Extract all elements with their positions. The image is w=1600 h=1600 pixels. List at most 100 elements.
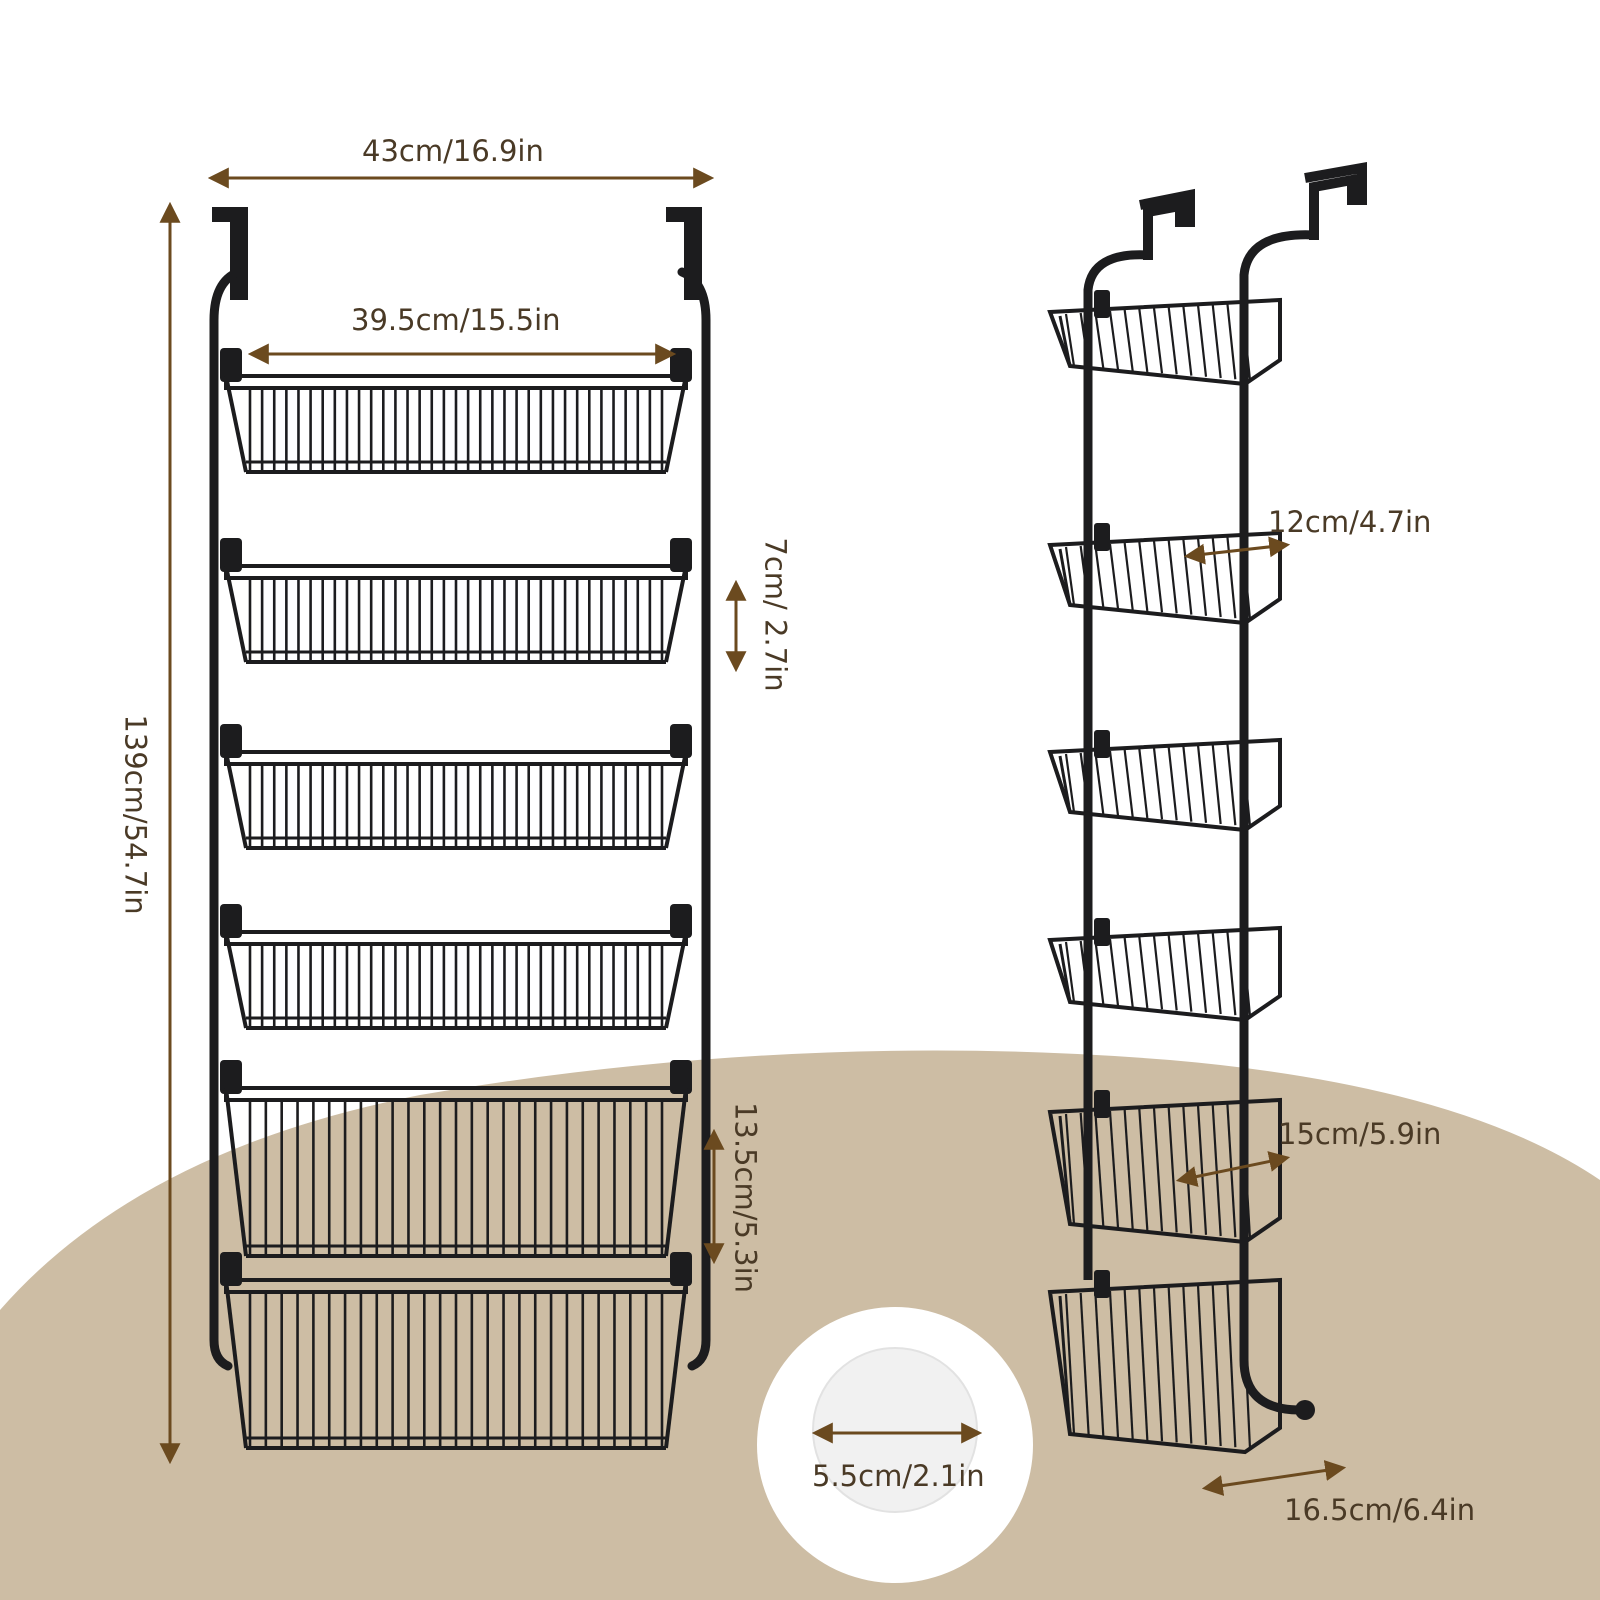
basket-wire (1094, 751, 1105, 815)
small-basket (220, 724, 692, 850)
basket-wire (1064, 546, 1076, 606)
basket-wire (1079, 1112, 1090, 1226)
basket-wire (1094, 1111, 1105, 1227)
side-base-width-arrow (1201, 1460, 1347, 1496)
basket-side-wire (1058, 548, 1072, 606)
basket-wire (1167, 306, 1178, 375)
basket-wire (1064, 1113, 1076, 1225)
large-basket (220, 1060, 692, 1258)
left-door-hook (212, 207, 248, 300)
side-hook-back (1139, 188, 1195, 260)
basket-wire (1182, 538, 1193, 615)
basket-side-wire (224, 1279, 248, 1449)
basket-wire (1123, 1109, 1134, 1229)
basket-side-wire (224, 931, 248, 1029)
basket-clip (220, 1252, 242, 1286)
basket-clip (670, 1252, 692, 1286)
basket-wire (1152, 1107, 1164, 1232)
basket-wire (1211, 931, 1222, 1015)
basket-top-rim (224, 564, 688, 580)
basket-wire (1079, 312, 1090, 368)
small-basket-depth-label: 7cm/ 2.7in (758, 537, 793, 692)
basket-wire (1196, 932, 1208, 1013)
basket-wire (1094, 939, 1105, 1005)
basket-side-wire (664, 1279, 688, 1449)
basket-wire (1094, 1291, 1105, 1437)
side-small-basket-arrow (1183, 536, 1291, 565)
basket-wire (1226, 930, 1237, 1016)
basket-side-wire (1058, 1295, 1072, 1435)
basket-wire (1123, 542, 1134, 610)
side-basket (1047, 290, 1282, 387)
basket-wire (1064, 313, 1076, 367)
side-view-rack (1047, 162, 1367, 1455)
basket-outline (1047, 925, 1282, 1023)
basket-wire (1108, 750, 1120, 816)
basket-outline (1047, 1277, 1282, 1455)
basket-wire (1211, 303, 1222, 379)
height-label: 139cm/54.7in (118, 714, 153, 915)
front-view-rack (209, 207, 711, 1450)
basket-wire (1138, 748, 1149, 819)
adhesive-pad-diameter-label: 5.5cm/2.1in (812, 1459, 985, 1493)
basket-outline (1047, 530, 1282, 626)
basket-wire (1108, 1290, 1120, 1438)
basket-wire (1152, 540, 1164, 613)
basket-wire (1240, 929, 1252, 1017)
basket-wire (1064, 1293, 1076, 1435)
floor-area (0, 1050, 1600, 1600)
basket-wire (1182, 933, 1193, 1012)
basket-wire (1226, 535, 1237, 619)
basket-wire (1138, 936, 1149, 1009)
side-large-basket-arrow (1175, 1151, 1291, 1187)
basket-wire (1240, 301, 1252, 381)
basket-outline (1047, 297, 1282, 387)
basket-side-wire (224, 565, 248, 663)
basket-wire (1182, 1285, 1193, 1444)
basket-wire (1196, 744, 1208, 823)
basket-side-wire (224, 751, 248, 849)
basket-outline (1047, 737, 1282, 833)
basket-side-wire (1058, 315, 1072, 367)
basket-wire (1211, 1283, 1222, 1447)
basket-wire (1152, 1287, 1164, 1442)
basket-side-wire (664, 565, 688, 663)
basket-side-wire (224, 1087, 248, 1257)
basket-top-rim (224, 374, 688, 390)
basket-clip (220, 904, 242, 938)
side-basket (1047, 918, 1282, 1023)
basket-clip (220, 1060, 242, 1094)
basket-side-wire (664, 1087, 688, 1257)
basket-side-wire (664, 931, 688, 1029)
basket-side-wire (664, 375, 688, 473)
basket-wire (1108, 543, 1120, 609)
basket-wire (1108, 938, 1120, 1006)
right-frame-rail (677, 267, 711, 1371)
side-basket (1047, 1270, 1282, 1455)
basket-wire (1240, 1281, 1252, 1449)
basket-wire (1138, 541, 1149, 612)
left-frame-rail (209, 267, 243, 1371)
basket-wire (1167, 934, 1178, 1011)
basket-wire (1079, 545, 1090, 607)
basket-outline (1047, 1097, 1282, 1245)
basket-wire (1123, 749, 1134, 817)
basket-wire (1123, 309, 1134, 371)
basket-wire (1079, 752, 1090, 814)
basket-wire (1196, 304, 1208, 377)
basket-wire (1152, 935, 1164, 1010)
basket-side-wire (1058, 943, 1072, 1003)
basket-wire (1211, 743, 1222, 825)
side-basket (1047, 1090, 1282, 1245)
large-basket-depth-label: 13.5cm/5.3in (728, 1101, 763, 1294)
side-hook-front (1304, 162, 1367, 240)
basket-wire (1079, 940, 1090, 1004)
basket-clip (220, 348, 242, 382)
side-basket (1047, 730, 1282, 833)
basket-wire (1196, 537, 1208, 616)
basket-clip (670, 538, 692, 572)
side-small-basket-width-label: 12cm/4.7in (1268, 505, 1432, 539)
basket-wire (1167, 746, 1178, 821)
basket-wire (1079, 1292, 1090, 1436)
